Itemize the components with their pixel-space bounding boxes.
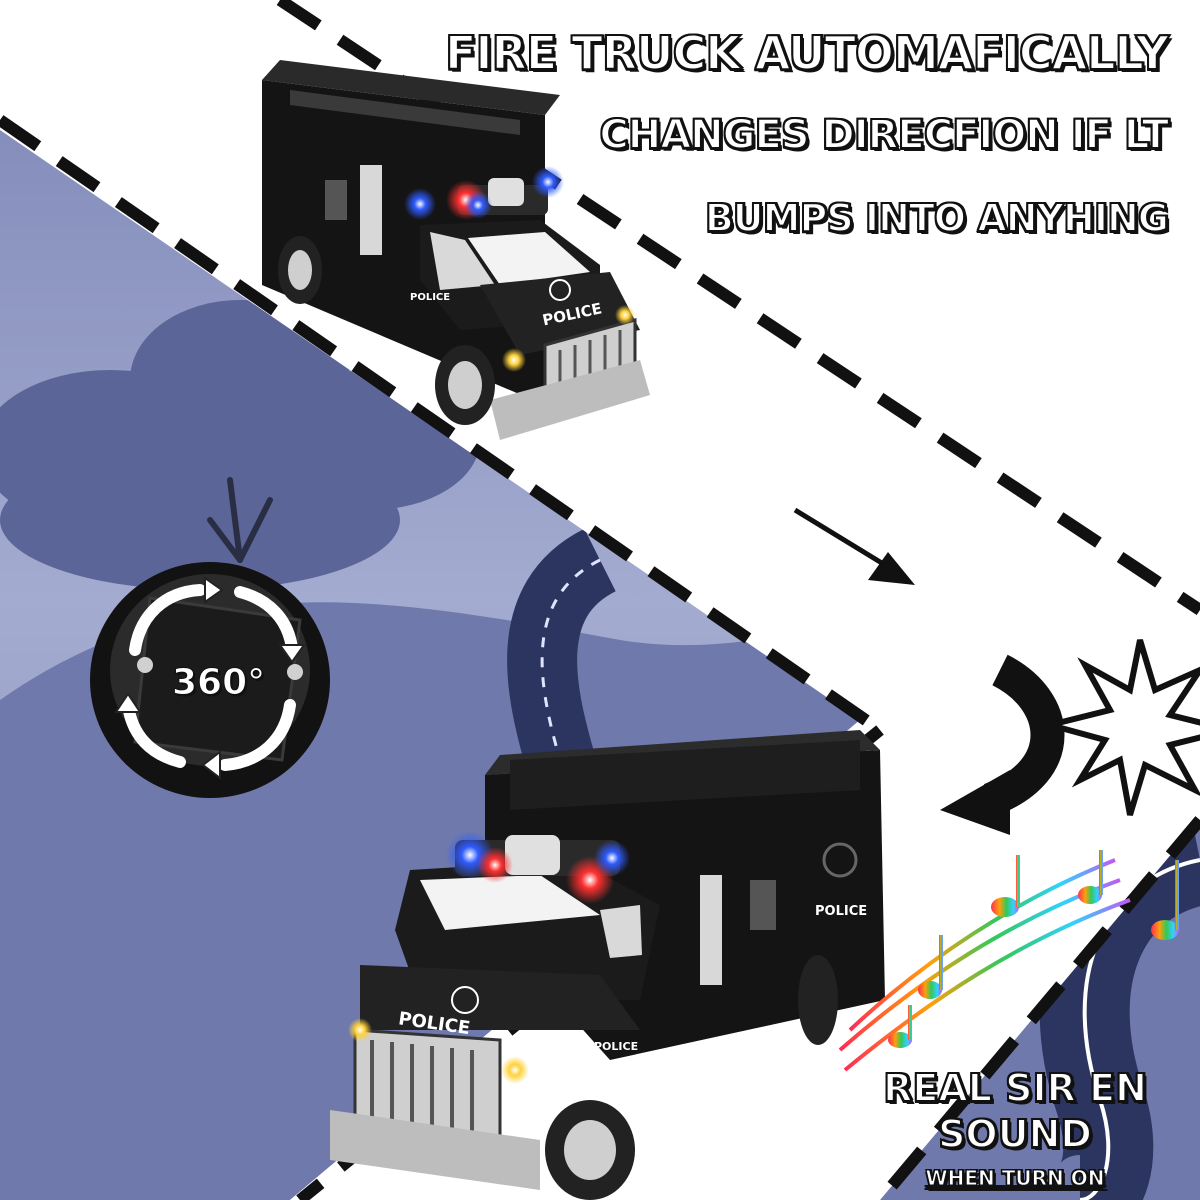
headline-line-2: CHANGES DIRECFION IF LT: [598, 111, 1170, 159]
rotation-360-label: 360°: [171, 662, 266, 704]
curved-arrow-icon: [940, 654, 1065, 835]
top-truck-bumper: [490, 360, 650, 440]
impact-burst-icon: [1038, 639, 1200, 816]
music-notes-icon: [838, 850, 1179, 1072]
tree-silhouette: [0, 300, 480, 590]
siren-caption-line-1: REAL SIR EN: [882, 1065, 1148, 1111]
bottom-truck-lightbar: [446, 831, 630, 904]
top-truck-side-label: POLICE: [410, 292, 450, 303]
siren-caption-line-3: WHEN TURN ON: [925, 1166, 1105, 1191]
branches: [207, 477, 273, 563]
top-police-truck: POLICE POLICE: [262, 60, 650, 440]
bottom-truck-rear-label: POLICE: [594, 1040, 638, 1053]
straight-arrow-icon: [793, 507, 915, 585]
top-truck-wheels: [278, 236, 495, 425]
bottom-truck-wheels: [545, 955, 838, 1200]
bottom-police-truck: POLICE POLICE POLICE: [330, 730, 885, 1200]
siren-caption-line-2: SOUND: [937, 1111, 1093, 1157]
top-truck-lightbar: [404, 166, 564, 220]
rotate-arrows-icon: [122, 584, 298, 771]
rotation-module: [90, 562, 330, 798]
headline-line-3: BUMPS INTO ANYHING: [704, 195, 1170, 241]
bottom-truck-side-label: POLICE: [815, 904, 867, 919]
bottom-truck-bumper: [330, 1110, 540, 1190]
headline-line-1: FIRE TRUCK AUTOMAFICALLY: [444, 25, 1170, 81]
